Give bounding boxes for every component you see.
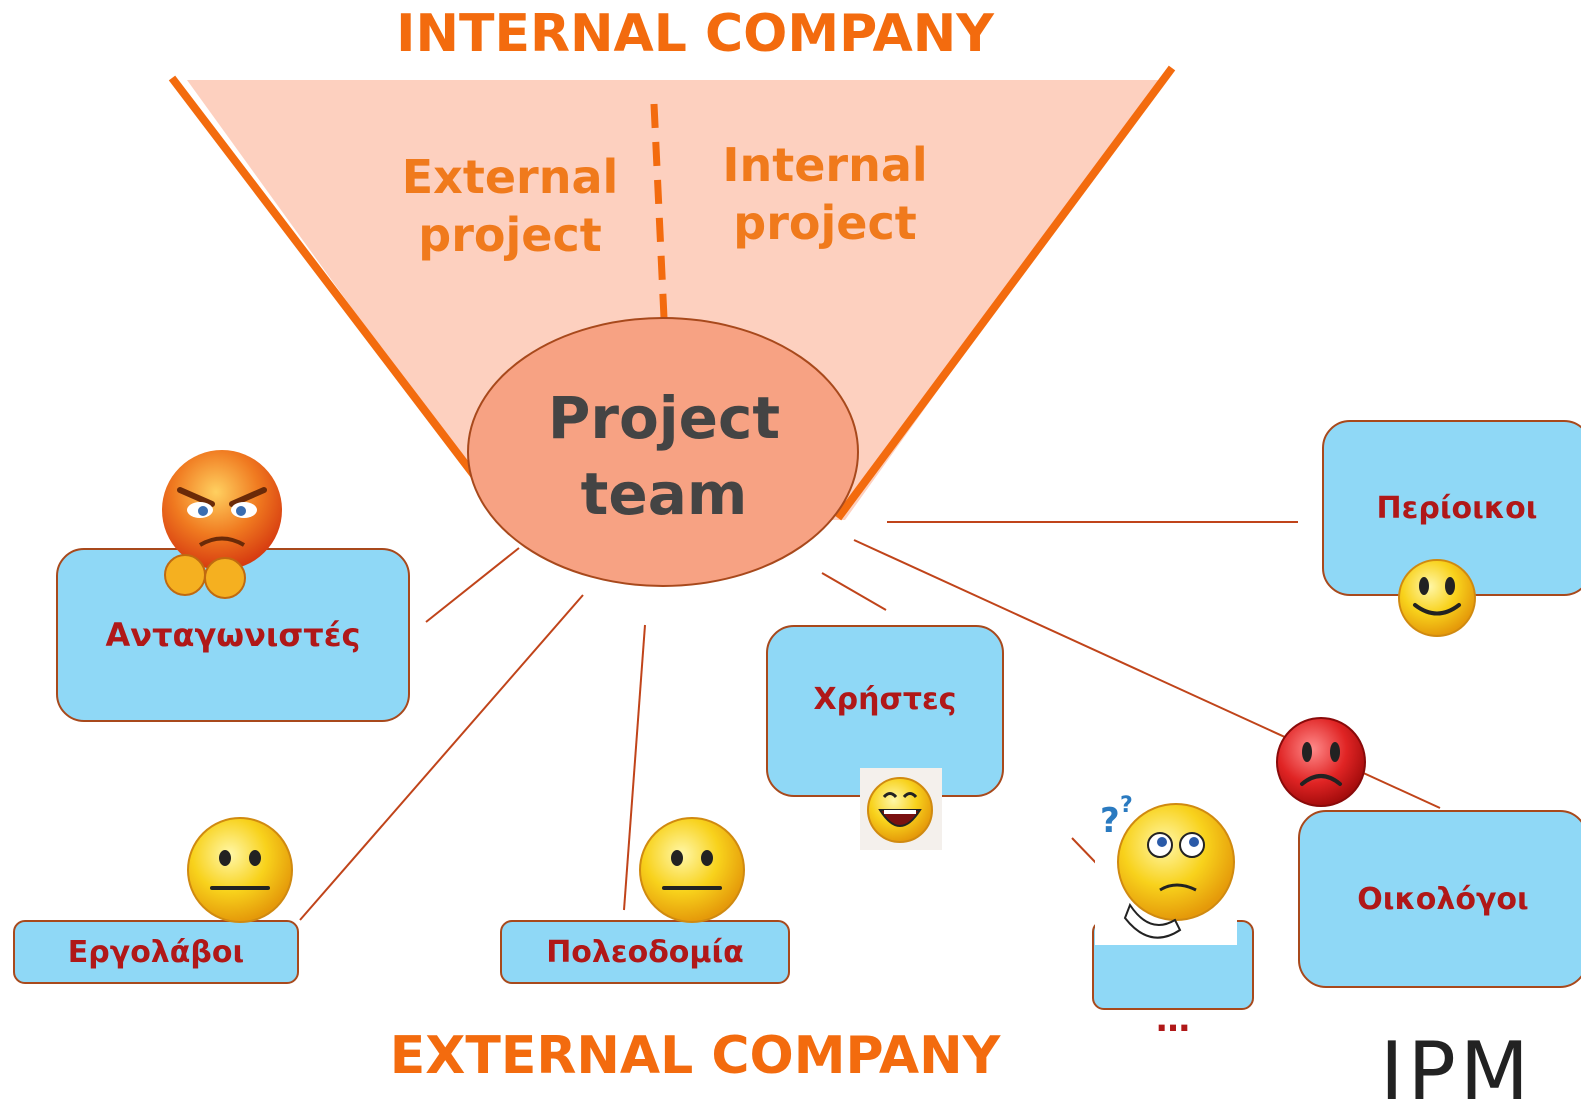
connector-competitors <box>425 547 520 623</box>
external-project-label: External project <box>401 150 619 262</box>
stakeholder-more-label: … <box>1156 1000 1190 1040</box>
funnel-right-edge <box>834 65 1176 521</box>
brand-logo: IPM <box>1380 1025 1533 1118</box>
stakeholder-diagram: INTERNAL COMPANY EXTERNAL COMPANY Extern… <box>13 4 1581 1112</box>
stakeholder-ecologists-label: Οικολόγοι <box>1357 881 1529 917</box>
stakeholder-competitors: Ανταγωνιστές <box>56 548 410 722</box>
stakeholder-planning: Πολεοδομία <box>500 920 790 984</box>
internal-project-label: Internal project <box>722 138 928 250</box>
stakeholder-contractors: Εργολάβοι <box>13 920 299 984</box>
diagram-canvas <box>168 65 1441 921</box>
stakeholder-planning-label: Πολεοδομία <box>546 934 744 970</box>
connector-planning <box>623 624 646 911</box>
connector-contractors <box>299 594 584 921</box>
stakeholder-users-label: Χρήστες <box>813 681 957 717</box>
internal-company-title: INTERNAL COMPANY <box>396 4 994 64</box>
stakeholder-contractors-label: Εργολάβοι <box>67 934 245 970</box>
connector-users <box>821 572 887 611</box>
stakeholder-competitors-label: Ανταγωνιστές <box>105 616 361 654</box>
stakeholder-neighbors: Περίοικοι <box>1322 420 1581 596</box>
project-team-ellipse <box>467 317 859 587</box>
stakeholder-neighbors-label: Περίοικοι <box>1376 490 1538 526</box>
funnel-left-edge <box>168 75 512 523</box>
stakeholder-more <box>1092 920 1254 1010</box>
stakeholder-ecologists: Οικολόγοι <box>1298 810 1581 988</box>
connector-more <box>1071 837 1123 891</box>
external-company-title: EXTERNAL COMPANY <box>389 1026 1001 1086</box>
stakeholder-users: Χρήστες <box>766 625 1004 797</box>
project-team-label: Project team <box>547 384 781 528</box>
